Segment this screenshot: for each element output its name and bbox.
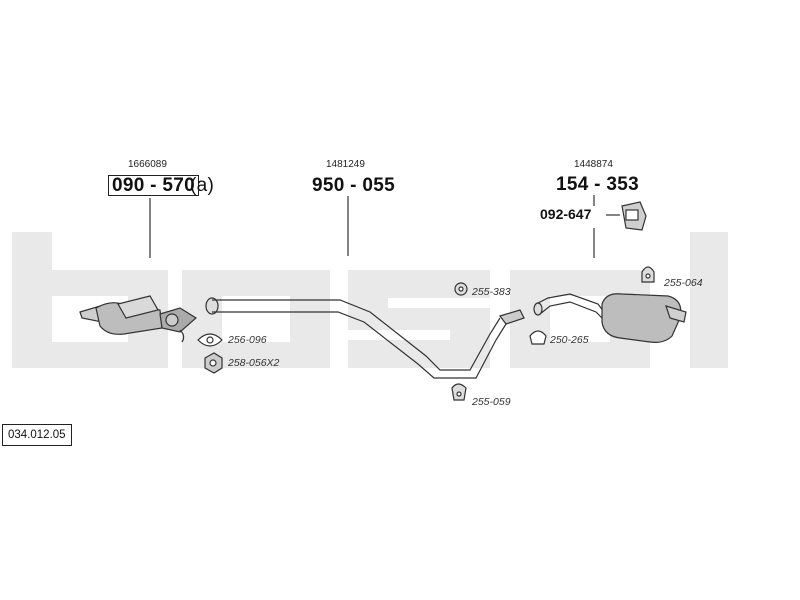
nut-icon xyxy=(204,352,223,374)
sub-part-number: 092-647 xyxy=(540,206,592,222)
accessory-label-3: 255-383 xyxy=(472,286,511,298)
part-suffix-1: (a) xyxy=(190,175,215,196)
middle-pipe-section xyxy=(205,297,525,379)
reference-number-1: 1666089 xyxy=(128,159,167,170)
gasket-icon xyxy=(197,333,223,347)
reference-number-3: 1448874 xyxy=(574,159,613,170)
rubber-hanger-icon xyxy=(454,282,468,296)
hanger-rubber-icon xyxy=(641,266,655,283)
part-number-3: 154 - 353 xyxy=(556,174,639,195)
rear-silencer-section xyxy=(533,293,687,343)
front-catalyst-section xyxy=(79,295,198,343)
part-number-2: 950 - 055 xyxy=(312,175,395,196)
accessory-label-5: 255-064 xyxy=(664,277,703,289)
accessory-label-4: 250-265 xyxy=(550,334,589,346)
accessory-label-6: 255-059 xyxy=(472,396,511,408)
part-number-1: 090 - 570 xyxy=(108,175,199,196)
accessory-label-1: 256-096 xyxy=(228,334,267,346)
bracket-icon xyxy=(451,383,467,401)
mounting-bracket-icon xyxy=(621,201,647,231)
diagram-code: 034.012.05 xyxy=(2,424,72,446)
reference-number-2: 1481249 xyxy=(326,159,365,170)
clamp-icon xyxy=(529,330,547,345)
accessory-label-2: 258-056X2 xyxy=(228,357,280,369)
